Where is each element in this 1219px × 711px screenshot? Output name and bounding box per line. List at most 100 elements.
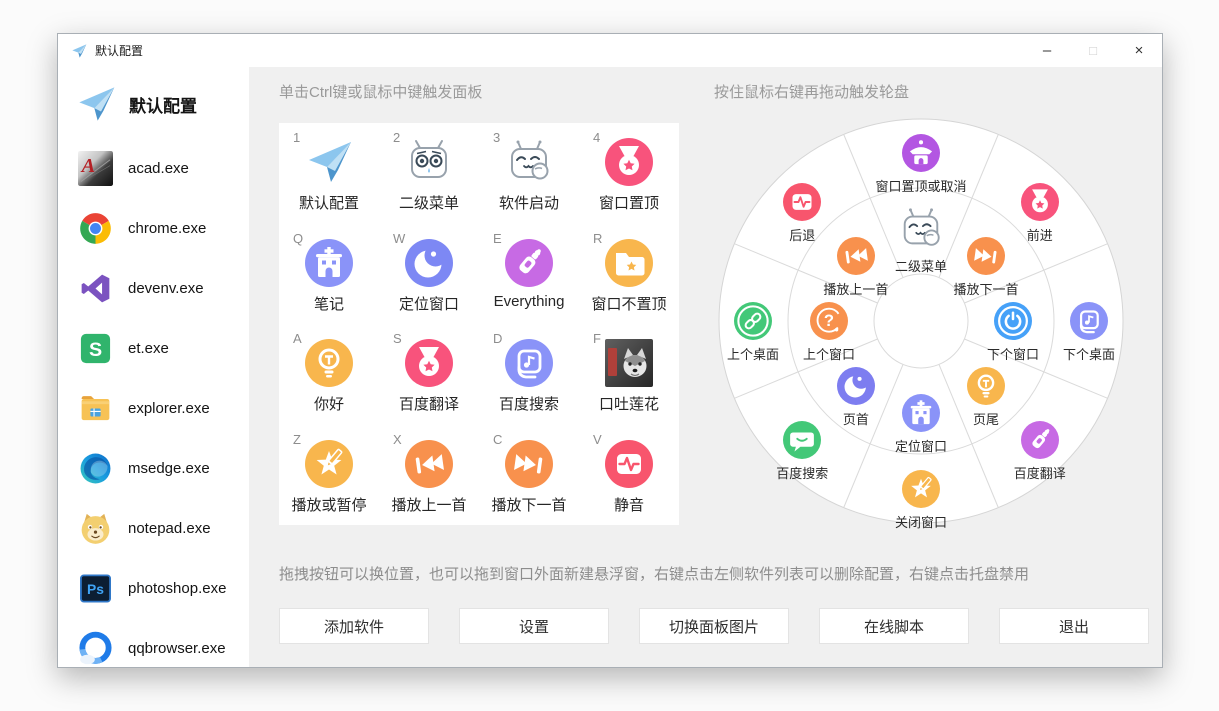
switch-panel-image-button[interactable]: 切换面板图片 [639,608,789,644]
wheel-item-label[interactable]: 前进 [1026,228,1053,244]
wheel-rings [718,118,1124,524]
wheel-item-label[interactable]: 上个窗口 [802,347,856,362]
husky-photo-icon [605,339,653,387]
wheel-item-label[interactable]: 播放上一首 [823,281,889,297]
folder-explorer-icon [78,391,113,426]
sidebar-item-notepad[interactable]: notepad.exe [58,498,249,558]
heartbeat-icon[interactable] [783,183,822,222]
doge-icon [78,511,113,546]
medal-star-icon [605,138,653,186]
panel-item-label: 播放上一首 [391,496,467,514]
prev-track-icon[interactable] [836,236,875,275]
sidebar-item-explorer[interactable]: explorer.exe [58,378,249,438]
visual-studio-icon [78,271,113,306]
bulb-icon[interactable] [967,367,1006,406]
panel-item-label: 静音 [613,496,645,514]
wheel-item-label[interactable]: 百度搜索 [776,465,829,481]
wheel-item-label[interactable]: 窗口置顶或取消 [875,179,967,194]
panel-item-R[interactable]: R 窗口不置顶 [579,224,679,325]
wheel-item-label[interactable]: 百度翻译 [1013,465,1066,481]
wheel-item-label[interactable]: 上个桌面 [726,347,780,362]
wheel-item-label[interactable]: 后退 [789,228,816,244]
hotkey-label: R [593,230,603,246]
power-icon[interactable] [994,302,1032,340]
panel-section-header: 单击Ctrl键或鼠标中键触发面板 [279,84,483,101]
sidebar-item-photoshop[interactable]: Ps photoshop.exe [58,558,249,618]
minimize-button[interactable]: – [1042,42,1052,59]
window-controls: – □ × [1024,34,1162,67]
face-hand-icon[interactable] [898,206,944,252]
wheel-section-header: 按住鼠标右键再拖动触发轮盘 [714,84,910,101]
wheel-item-label[interactable]: 播放下一首 [953,281,1019,297]
star-pencil-icon[interactable] [902,470,940,508]
exit-button[interactable]: 退出 [999,608,1149,644]
settings-button[interactable]: 设置 [459,608,609,644]
pavilion-icon[interactable] [902,134,940,172]
chain-link-icon[interactable] [734,302,772,340]
app-name: photoshop.exe [128,579,227,597]
hotkey-label: 2 [393,130,401,145]
wheel-item-label[interactable]: 页尾 [973,412,1000,428]
wheel-item-label[interactable]: 定位窗口 [894,439,948,454]
building-icon[interactable] [902,394,940,432]
maximize-button[interactable]: □ [1089,43,1097,58]
online-scripts-button[interactable]: 在线脚本 [819,608,969,644]
medal-star-icon [405,339,453,387]
question-bubble-icon[interactable]: ? [810,302,848,340]
wheel-item-label[interactable]: 二级菜单 [894,259,948,274]
panel-item-label: 播放下一首 [491,496,567,514]
moon-icon[interactable] [836,367,875,406]
add-software-button[interactable]: 添加软件 [279,608,429,644]
panel-item-label: 口吐莲花 [598,396,660,413]
panel-item-label: 窗口不置顶 [591,295,667,313]
app-name: et.exe [128,339,169,357]
sidebar-item-devenv[interactable]: devenv.exe [58,258,249,318]
titlebar: 默认配置 – □ × [58,34,1162,67]
svg-text:S: S [89,338,102,360]
chat-smile-icon[interactable] [783,420,822,459]
sidebar-item-qqbrowser[interactable]: qqbrowser.exe [58,618,249,678]
paper-plane-icon [71,43,87,59]
wheel-item-label[interactable]: 下个窗口 [986,347,1040,362]
panel-item-label: 定位窗口 [398,295,460,313]
sidebar-item-msedge[interactable]: msedge.exe [58,438,249,498]
sidebar-item-chrome[interactable]: chrome.exe [58,198,249,258]
wheel-item-label[interactable]: 页首 [842,412,869,428]
photoshop-icon: Ps [78,571,113,606]
panel-item-label: 你好 [313,396,345,413]
bottle-icon[interactable] [1020,420,1059,459]
next-track-icon[interactable] [967,236,1006,275]
hotkey-label: Q [293,230,304,246]
app-name: msedge.exe [128,459,210,477]
medal-star-icon[interactable] [1020,183,1059,222]
app-name: acad.exe [128,159,189,177]
hotkey-label: 4 [593,130,601,145]
moon-icon [405,238,453,287]
face-surprised-icon [405,138,453,186]
wheel-item-label[interactable]: 关闭窗口 [894,515,948,530]
music-book-icon[interactable] [1070,302,1108,340]
close-button[interactable]: × [1134,42,1144,59]
music-book-icon [505,339,553,387]
wheel-item-label[interactable]: 下个桌面 [1062,347,1116,362]
